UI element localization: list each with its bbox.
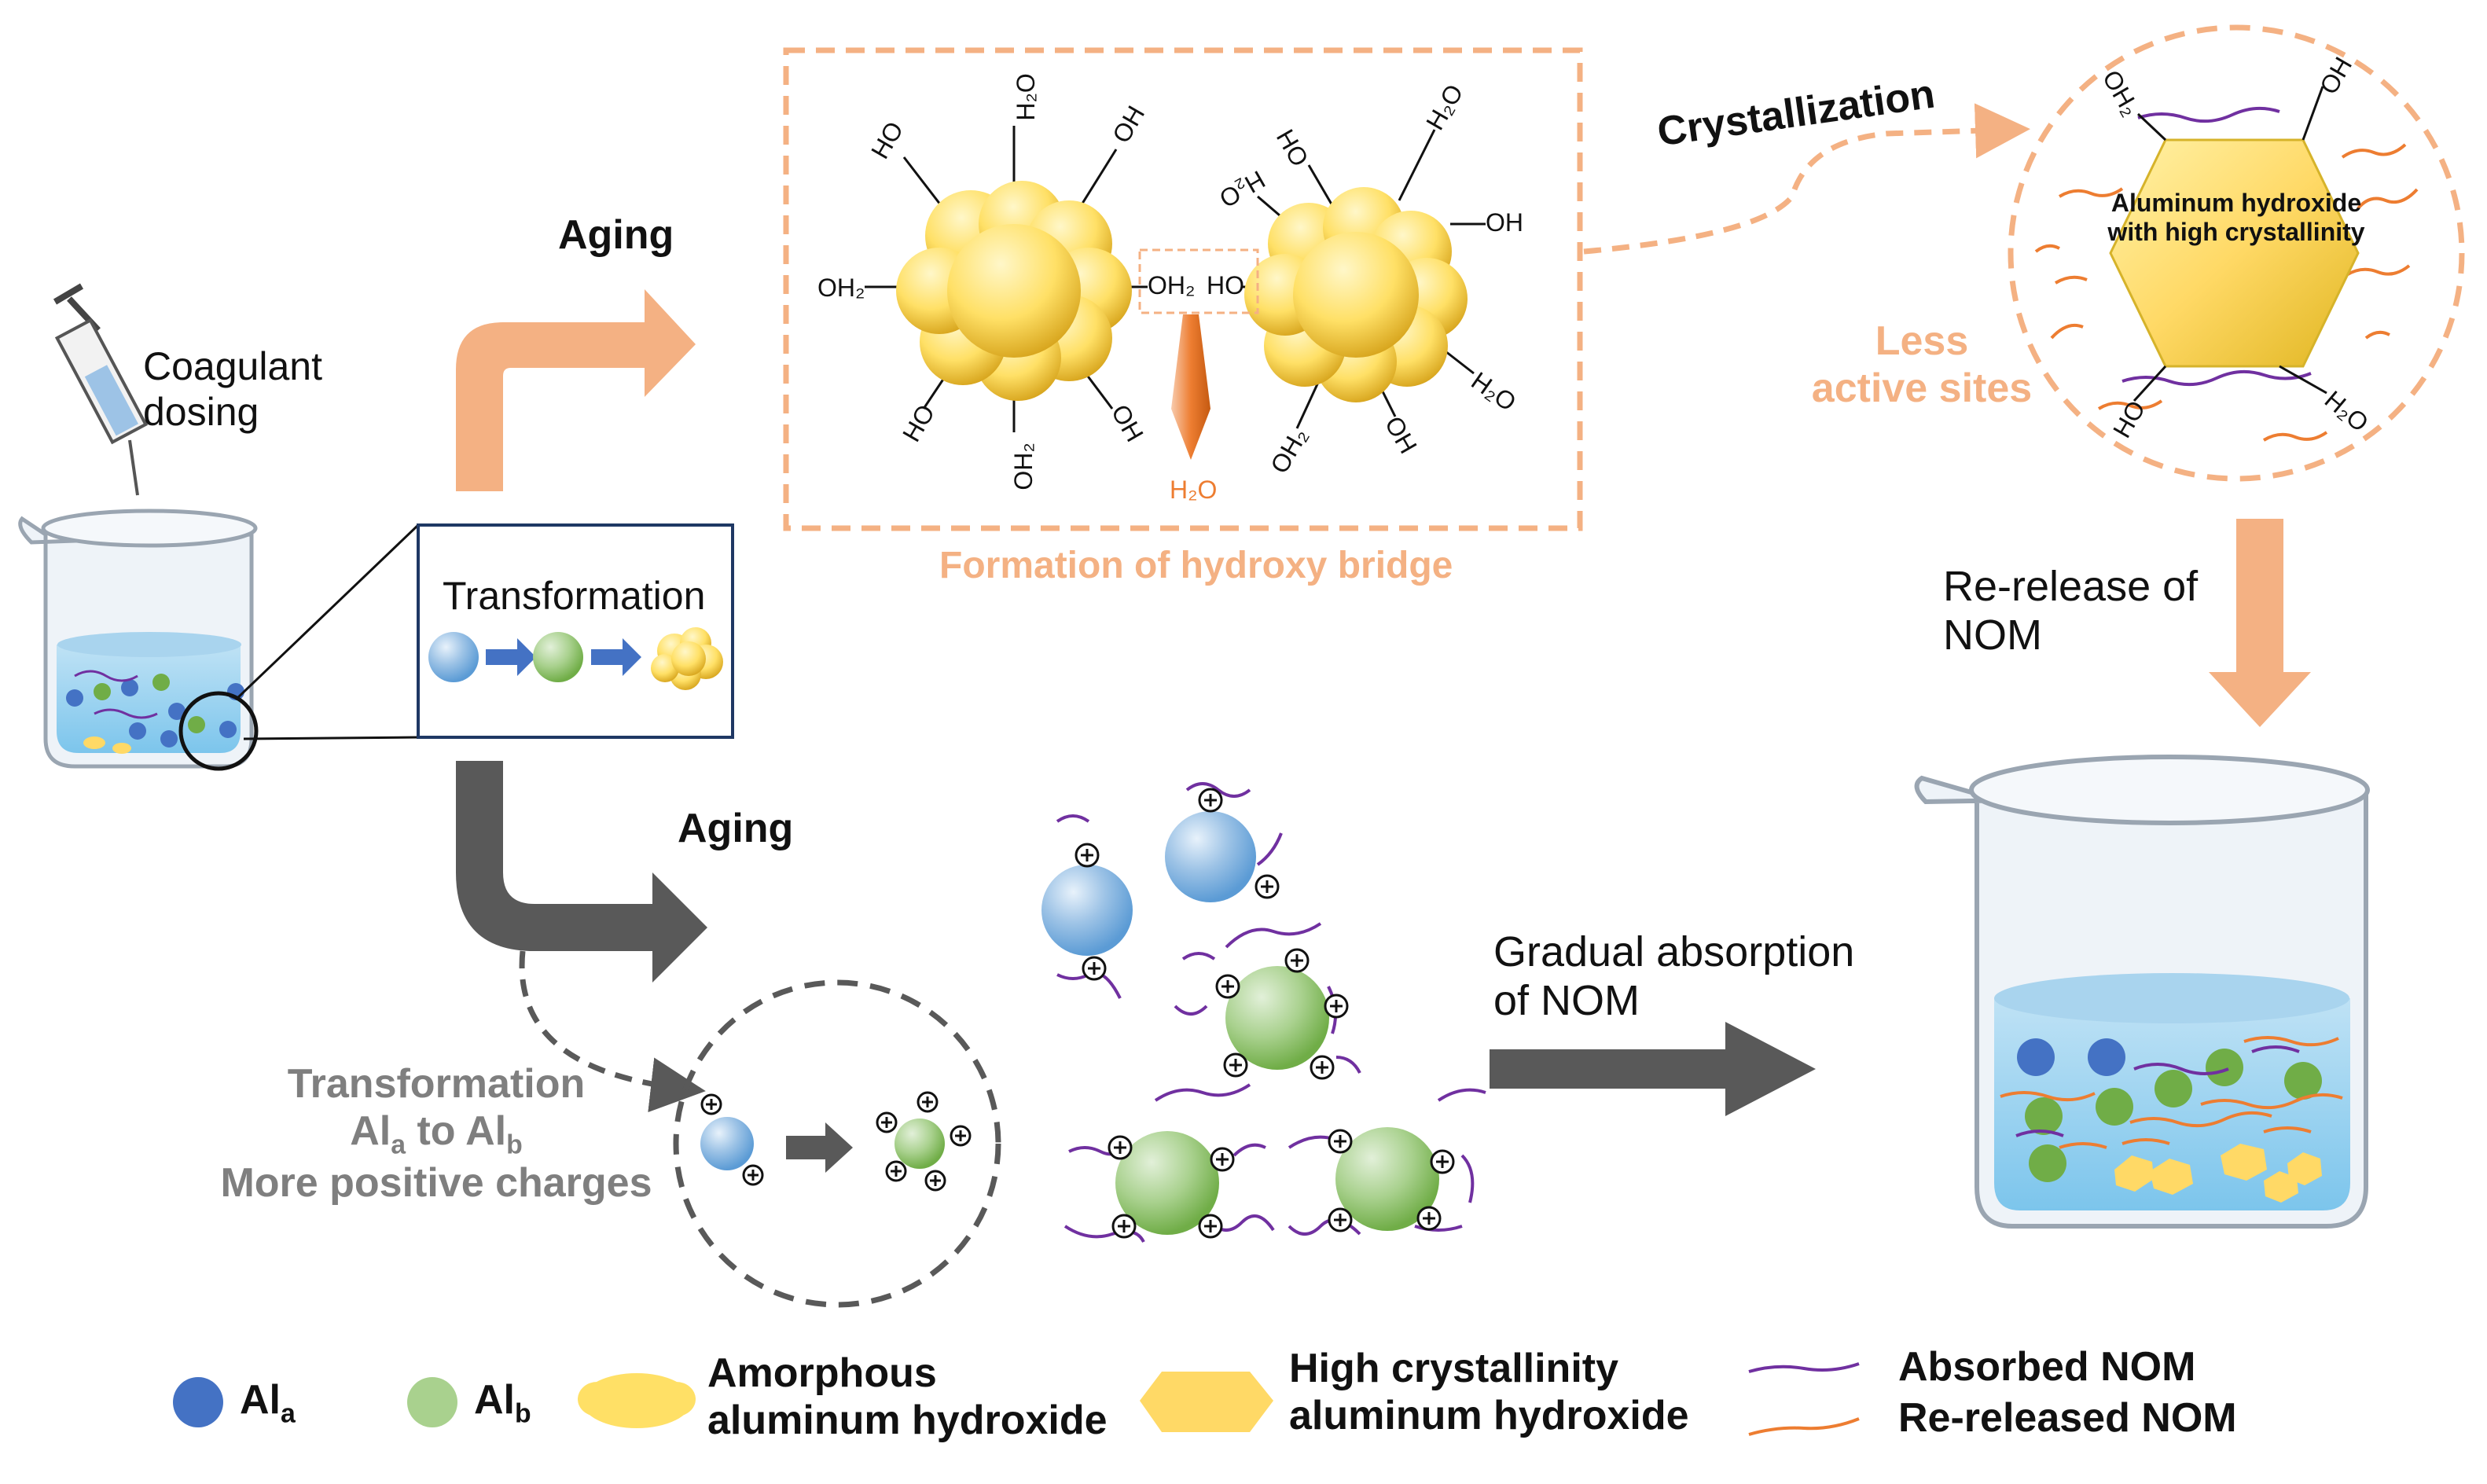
aging-label-top: Aging [558,212,674,258]
chem-group: OH [1486,208,1523,237]
dashed-arrow-transformation [519,950,706,1113]
legend-al-b-label: Alb [474,1377,531,1429]
beaker-left [18,509,259,771]
chem-group: HO [1207,271,1244,299]
al-a-sphere [428,632,479,682]
zoom-line-top [234,523,420,701]
hydroxy-bridge-caption: Formation of hydroxy bridge [939,545,1453,586]
water-release-arrow [1171,314,1210,460]
transformation-box-label: Transformation [443,574,706,618]
arrow-right-icon [591,638,641,676]
crystal-hexagon [2109,138,2360,368]
chem-group: OH₂ [817,274,865,302]
transformation-circle [673,979,1001,1308]
legend-crystal-symbol [1140,1372,1273,1432]
transformation-box [417,523,734,739]
hydroxy-bridge-box [783,47,1583,531]
al-b-sphere [1115,1131,1219,1235]
al-b-sphere [1335,1127,1439,1231]
legend-al-b-symbol [407,1377,457,1427]
zoom-line-bottom [243,736,419,740]
amorphous-particle-left [896,181,1132,401]
crystal-circle [2008,24,2465,482]
beaker-right-particles [2000,1036,2343,1203]
re-release-arrow [2209,519,2311,727]
chem-group: H₂O [1011,73,1040,121]
legend-al-a-label: Ala [240,1377,296,1429]
gradual-absorption-arrow [1490,1022,1816,1116]
crystal-released-nom [2034,143,2419,442]
amorphous-particle-right [1244,187,1468,402]
legend-al-a-symbol [173,1377,223,1427]
syringe-icon [53,283,149,496]
positive-charge-icons [700,788,1455,1239]
beaker-left-particles [66,670,244,754]
al-a-sphere [1041,865,1133,956]
water-released-label: H₂O [1170,476,1218,504]
legend-amorphous-symbol [578,1373,696,1428]
aging-label-bottom: Aging [678,806,794,851]
al-b-sphere [1225,966,1329,1070]
legend-released-label: Re-released NOM [1898,1395,2237,1441]
al-b-sphere [533,632,583,682]
transformation-circle-content [700,1117,945,1173]
legend-absorbed-nom-symbol [1748,1362,1860,1373]
arrow-right-icon [486,638,536,676]
crystallization-dashed-arrow [1583,103,2030,255]
chem-group: OH₂ [1008,443,1038,490]
aging-arrow-bottom [456,761,707,983]
chem-group: OH₂ [1148,271,1196,299]
legend-released-nom-symbol [1748,1417,1860,1436]
crystal-bonds [2133,86,2327,402]
aging-arrow-top [456,289,696,491]
amorphous-particle-icon [651,627,723,690]
bridge-highlight-box [1138,248,1259,314]
legend-absorbed-label: Absorbed NOM [1898,1344,2196,1390]
transformation-grey-label: Transformation Ala to Alb More positive … [220,1061,652,1207]
al-a-sphere [1165,811,1256,902]
